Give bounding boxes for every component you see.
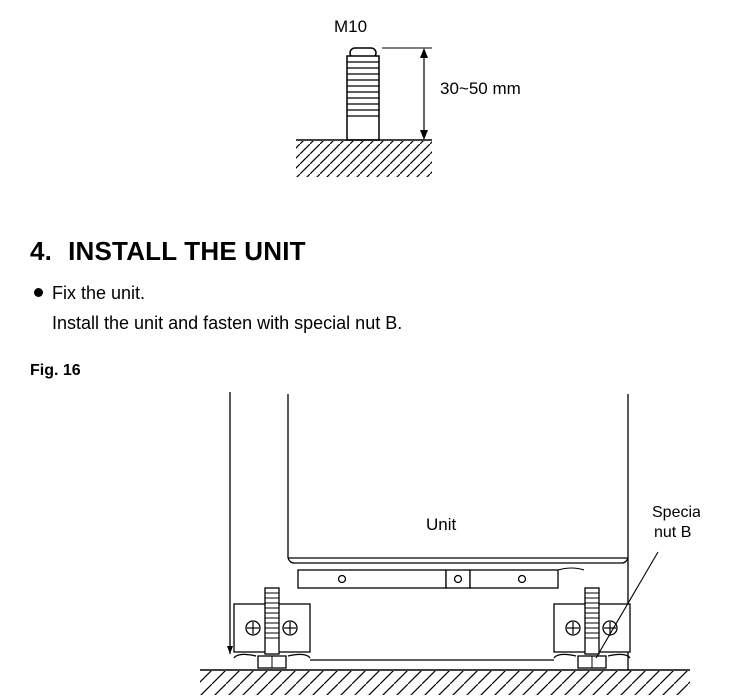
left-anchor-bolt bbox=[257, 587, 287, 669]
bullet-text: Fix the unit. bbox=[52, 283, 146, 303]
bullet-dot bbox=[34, 287, 43, 297]
mounting-rail bbox=[297, 569, 559, 589]
unit-install-diagram: Unit bbox=[200, 392, 700, 695]
nut-leader-line bbox=[595, 551, 659, 659]
bullet-detail: Install the unit and fasten with special… bbox=[52, 313, 403, 333]
nut-label-line1: Special bbox=[652, 504, 700, 521]
bolt-size-label: M10 bbox=[334, 17, 367, 36]
figure-label: Fig. 16 bbox=[30, 362, 81, 379]
floor-hatch bbox=[200, 671, 690, 695]
ground-hatch bbox=[296, 141, 432, 177]
section-heading: 4. INSTALL THE UNIT bbox=[30, 236, 306, 267]
unit-label: Unit bbox=[426, 515, 457, 534]
right-anchor-bolt bbox=[577, 587, 607, 669]
bullet-item: Fix the unit. bbox=[34, 281, 145, 305]
nut-label-line2: nut B bbox=[654, 524, 691, 541]
section-number: 4. bbox=[30, 236, 53, 266]
section-title: INSTALL THE UNIT bbox=[68, 236, 306, 266]
bolt-threads bbox=[347, 61, 379, 117]
dimension-label: 30~50 mm bbox=[440, 79, 521, 98]
anchor-bolt-diagram: M10 30~50 mm bbox=[296, 17, 521, 177]
